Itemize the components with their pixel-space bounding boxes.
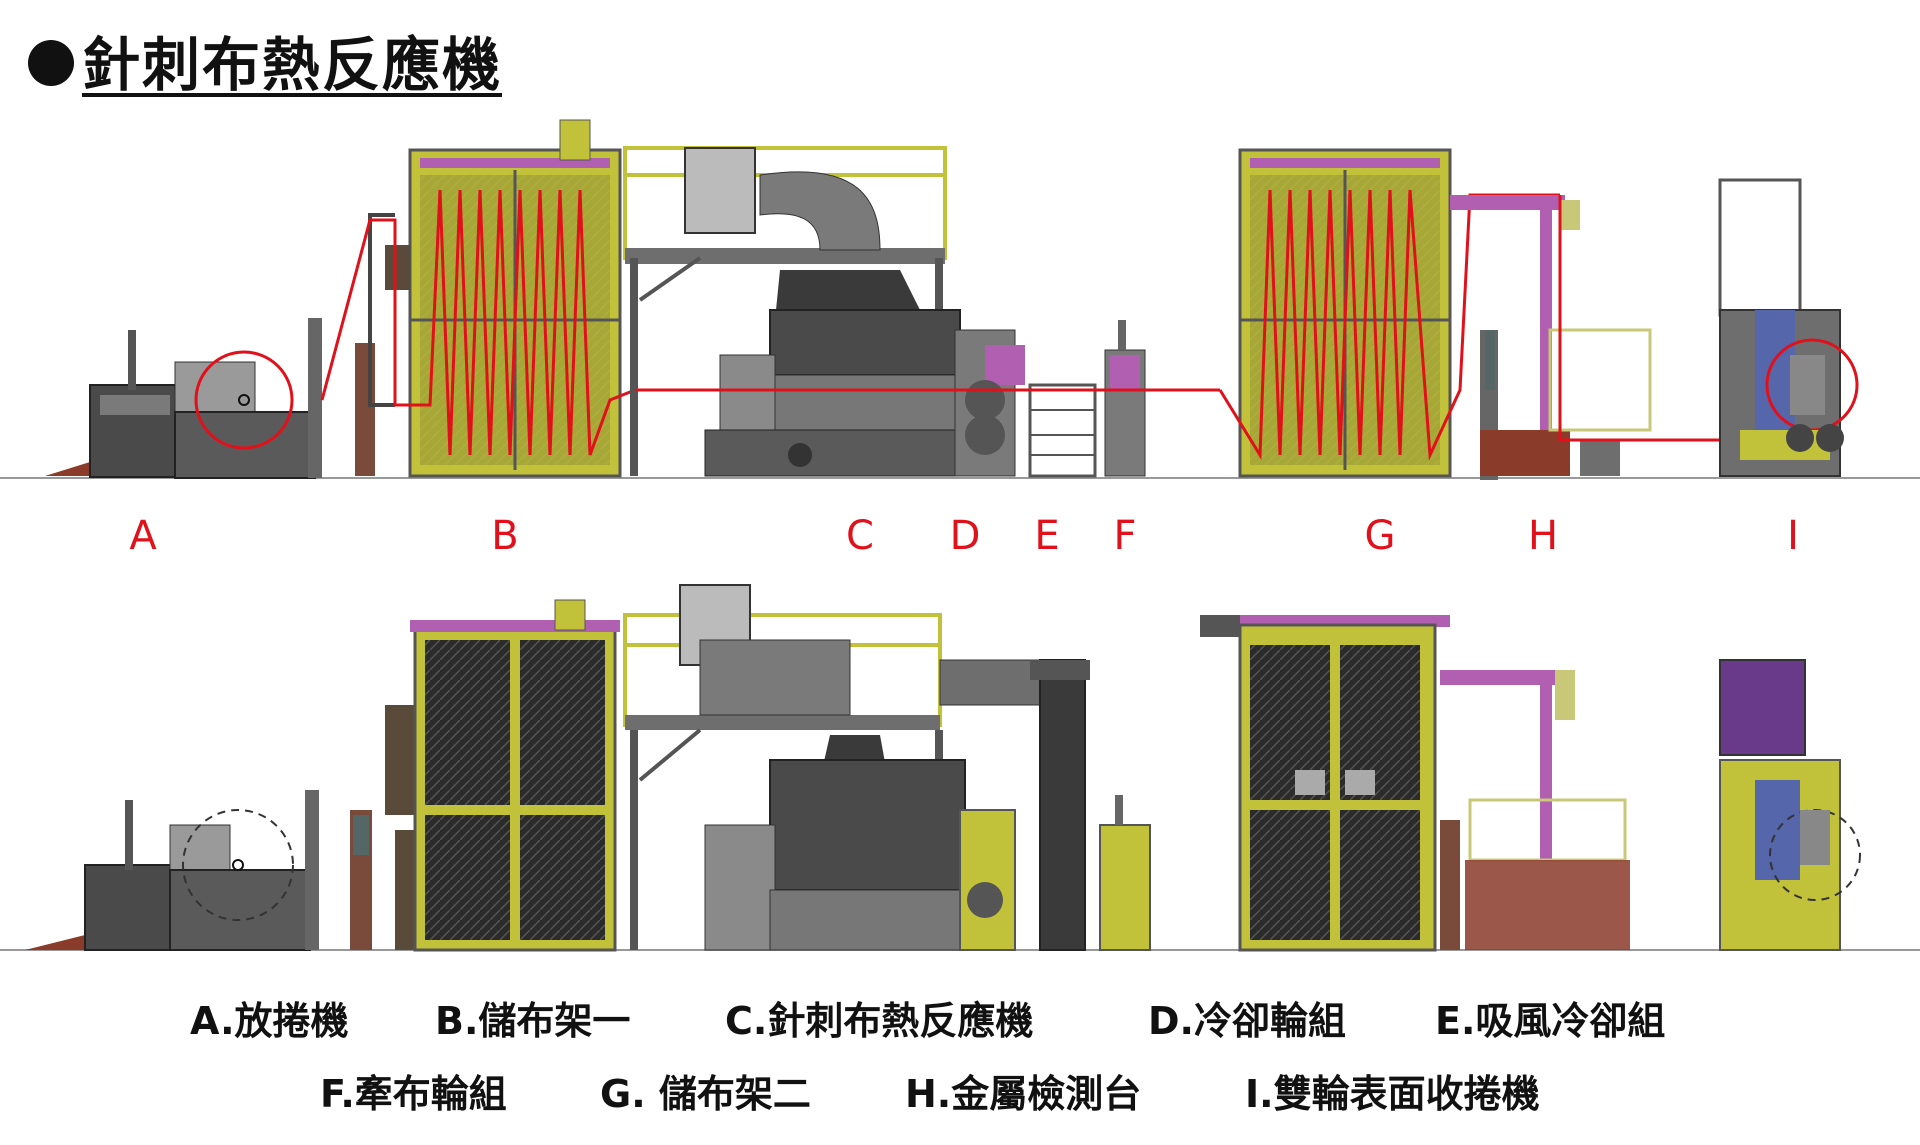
bottom-reactor-c xyxy=(623,584,1041,951)
legend-f: F.牽布輪組 xyxy=(320,1072,507,1116)
legend-e: E.吸風冷卻組 xyxy=(1435,999,1666,1043)
bottom-storage-rack-g xyxy=(1200,615,1450,952)
legend-g: G. 儲布架二 xyxy=(600,1072,811,1116)
letter-g: G xyxy=(1365,513,1396,559)
top-cooling-rolls-d xyxy=(954,329,1025,477)
legend-c: C.針刺布熱反應機 xyxy=(725,999,1034,1043)
bottom-metal-detector-h xyxy=(1440,670,1630,950)
letter-a: A xyxy=(129,513,157,559)
top-metal-detector-h xyxy=(1450,195,1725,480)
page-title: 針刺布熱反應機 xyxy=(28,18,502,102)
bottom-assembly xyxy=(0,584,1920,952)
letter-f: F xyxy=(1113,513,1136,559)
bottom-suction-cooler-e xyxy=(1030,659,1090,951)
top-draw-rolls-f xyxy=(1104,320,1146,477)
letter-h: H xyxy=(1528,513,1558,559)
bottom-draw-rolls-f xyxy=(1099,795,1151,951)
bottom-unwinder-a xyxy=(25,790,372,951)
letter-d: D xyxy=(950,513,981,559)
top-reactor-c xyxy=(623,146,986,477)
legend-i: I.雙輪表面收捲機 xyxy=(1245,1072,1540,1116)
top-storage-rack-b xyxy=(320,119,636,478)
bottom-surface-winder-i xyxy=(1719,659,1861,951)
top-unwinder-a xyxy=(45,318,322,479)
top-letters: A B C D E F G H I xyxy=(129,513,1799,559)
legend-a: A.放捲機 xyxy=(190,999,349,1043)
legend-b: B.儲布架一 xyxy=(435,999,631,1043)
bullet-icon xyxy=(28,39,74,86)
top-surface-winder-i xyxy=(1718,178,1859,477)
letter-i: I xyxy=(1787,513,1799,559)
legend-h: H.金屬檢測台 xyxy=(905,1072,1142,1116)
top-suction-cooler-e xyxy=(1028,383,1097,478)
legend-d: D.冷卻輪組 xyxy=(1148,999,1346,1043)
letter-c: C xyxy=(846,513,874,559)
top-assembly: A B C D E F G H I xyxy=(0,119,1920,559)
letter-b: B xyxy=(491,513,518,559)
bottom-storage-rack-b xyxy=(385,599,620,952)
title-text: 針刺布熱反應機 xyxy=(82,31,503,99)
letter-e: E xyxy=(1034,513,1059,559)
bottom-cooling-rolls-d xyxy=(959,809,1016,951)
top-storage-rack-g xyxy=(1218,148,1560,478)
